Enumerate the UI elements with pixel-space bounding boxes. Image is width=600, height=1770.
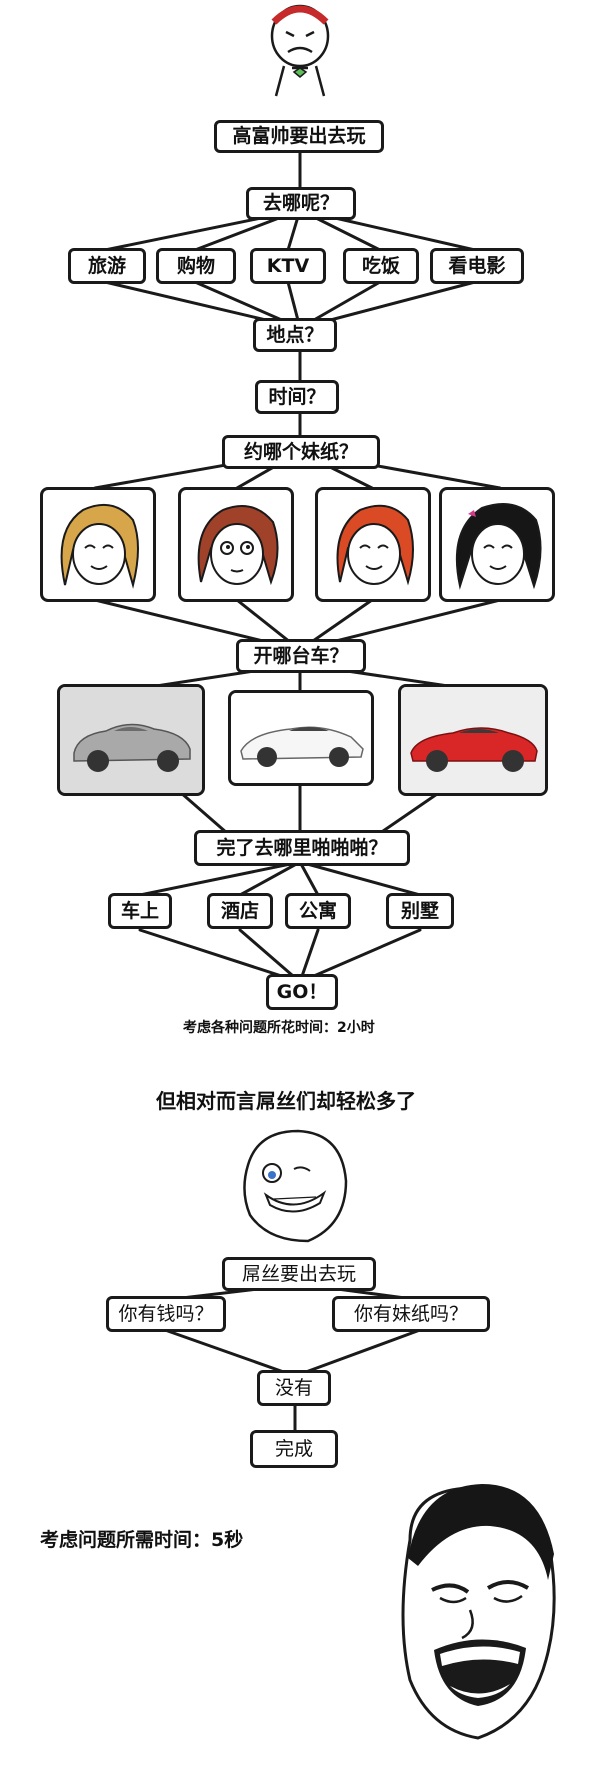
node-root-rich: 高富帅要出去玩 [214, 120, 384, 153]
node-location-apartment: 公寓 [285, 893, 351, 929]
yao-ming-face [401, 1484, 556, 1740]
node-where: 去哪呢？ [246, 187, 356, 220]
transition-text: 但相对而言屌丝们却轻松多了 [156, 1089, 416, 1113]
node-activity-travel: 旅游 [68, 248, 146, 284]
node-q-money: 你有钱吗？ [106, 1296, 226, 1332]
node-go: GO！ [266, 974, 338, 1010]
node-location-car: 车上 [108, 893, 172, 929]
tile-girl-red [315, 487, 431, 602]
node-activity-ktv: KTV [250, 248, 326, 284]
node-activity-shopping: 购物 [156, 248, 236, 284]
node-time: 时间？ [255, 380, 339, 414]
node-place: 地点？ [253, 318, 337, 352]
tile-car-red-ferrari [398, 684, 548, 796]
forever-alone-face [243, 1129, 348, 1243]
tile-car-white-lamborghini [228, 690, 374, 786]
node-girl: 约哪个妹纸？ [222, 435, 380, 469]
node-activity-movie: 看电影 [430, 248, 524, 284]
tile-girl-blonde [40, 487, 156, 602]
node-done: 完成 [250, 1430, 338, 1468]
tile-girl-black [439, 487, 555, 602]
rage-face-top [270, 4, 330, 97]
node-after: 完了去哪里啪啪啪？ [194, 830, 410, 866]
tile-car-silver-porsche [57, 684, 205, 796]
poor-time-caption: 考虑问题所需时间：5秒 [40, 1529, 244, 1551]
node-activity-dinner: 吃饭 [343, 248, 419, 284]
node-root-poor: 屌丝要出去玩 [222, 1257, 376, 1291]
node-location-villa: 别墅 [386, 893, 454, 929]
node-q-girlfriend: 你有妹纸吗？ [332, 1296, 490, 1332]
tile-girl-auburn [178, 487, 294, 602]
node-car: 开哪台车？ [236, 639, 366, 673]
rich-time-caption: 考虑各种问题所花时间：2小时 [183, 1020, 375, 1036]
node-location-hotel: 酒店 [207, 893, 273, 929]
node-answer-no: 没有 [257, 1370, 331, 1406]
